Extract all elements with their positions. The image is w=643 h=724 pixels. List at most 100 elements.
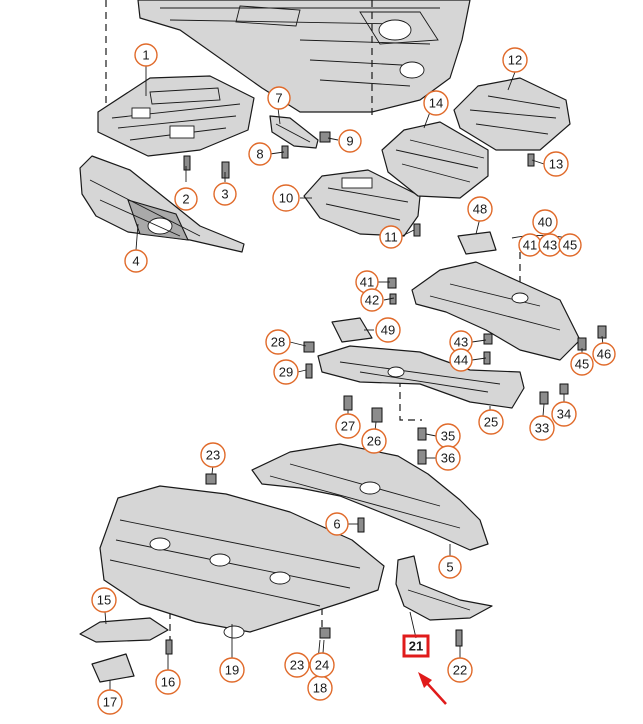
callout-6: 6 [325,512,349,536]
callout-25: 25 [478,409,504,435]
highlighted-callout-21: 21 [402,634,430,658]
part-4-front-guard [79,155,245,253]
callout-10: 10 [272,184,300,212]
svg-text:29: 29 [279,365,293,380]
callout-27: 27 [335,413,361,439]
callout-44: 44 [449,348,473,372]
svg-text:44: 44 [454,353,468,368]
svg-text:42: 42 [365,293,379,308]
callout-23-lower: 23 [284,652,310,678]
callout-43-right: 43 [538,233,562,257]
svg-text:3: 3 [221,187,228,202]
callout-26: 26 [361,428,387,454]
svg-text:45: 45 [563,238,577,253]
svg-text:36: 36 [441,451,455,466]
svg-text:35: 35 [441,429,455,444]
callout-17: 17 [97,689,123,715]
callout-23-upper: 23 [200,442,226,468]
callout-35: 35 [435,423,461,449]
callout-22: 22 [447,657,473,683]
callout-3: 3 [213,182,237,206]
svg-text:27: 27 [341,419,355,434]
part-15-bracket [79,617,169,643]
part-19-floor-panel [99,485,385,639]
part-7-bracket [269,115,319,149]
svg-text:7: 7 [275,91,282,106]
svg-text:45: 45 [575,357,589,372]
svg-text:49: 49 [381,323,395,338]
callout-41-left: 41 [355,270,379,294]
svg-text:5: 5 [446,560,453,575]
part-upper-large-guard [411,261,581,361]
callout-34: 34 [551,401,577,427]
callout-28: 28 [265,329,291,355]
callout-41-right: 41 [518,233,542,257]
svg-text:2: 2 [182,192,189,207]
svg-text:19: 19 [225,663,239,678]
fasteners [165,131,607,655]
svg-text:34: 34 [557,407,571,422]
svg-text:33: 33 [535,421,549,436]
callout-8: 8 [248,142,272,166]
callout-18: 18 [307,675,333,701]
svg-text:41: 41 [360,275,374,290]
part-48-plate [457,231,497,255]
svg-text:16: 16 [161,675,175,690]
callout-4: 4 [124,249,148,273]
callout-15: 15 [91,587,117,613]
svg-text:40: 40 [538,215,552,230]
part-25-guard [317,345,525,409]
part-1-engine-undertray [97,75,255,157]
svg-text:26: 26 [367,434,381,449]
callout-48: 48 [467,196,493,222]
callout-2: 2 [174,187,198,211]
svg-text:23: 23 [206,448,220,463]
svg-text:28: 28 [271,335,285,350]
svg-text:1: 1 [142,48,149,63]
callout-36: 36 [435,445,461,471]
svg-text:10: 10 [279,191,293,206]
svg-text:12: 12 [508,53,522,68]
callout-24: 24 [309,652,335,678]
callout-7: 7 [267,86,291,110]
part-49-plate [331,317,373,343]
callout-9: 9 [338,129,362,153]
svg-text:15: 15 [97,593,111,608]
svg-text:9: 9 [346,134,353,149]
vehicle-floor-pan [137,0,471,113]
svg-text:17: 17 [103,695,117,710]
part-5-center-guard [251,443,489,551]
svg-text:13: 13 [549,157,563,172]
callout-13: 13 [543,151,569,177]
svg-text:43: 43 [454,335,468,350]
svg-text:25: 25 [484,415,498,430]
svg-text:24: 24 [315,658,329,673]
callout-5: 5 [438,555,462,579]
callout-11: 11 [379,225,403,249]
callout-33: 33 [529,415,555,441]
part-17-pad [91,653,135,683]
svg-text:21: 21 [409,639,423,654]
part-21-side-guard [395,555,493,621]
svg-text:23: 23 [290,658,304,673]
callout-1: 1 [134,43,158,67]
svg-text:4: 4 [132,254,139,269]
svg-text:43: 43 [543,238,557,253]
callout-45-top: 45 [558,233,582,257]
callout-42: 42 [360,288,384,312]
svg-text:18: 18 [313,681,327,696]
svg-text:48: 48 [473,202,487,217]
svg-text:22: 22 [453,663,467,678]
svg-text:6: 6 [333,517,340,532]
svg-text:8: 8 [256,147,263,162]
svg-text:14: 14 [429,96,443,111]
red-pointer-arrow [418,672,447,705]
svg-text:46: 46 [597,347,611,362]
callout-16: 16 [155,669,181,695]
callout-40: 40 [532,209,558,235]
svg-text:41: 41 [523,238,537,253]
callout-49: 49 [375,317,401,343]
part-12-rear-cover [453,77,571,151]
callout-46: 46 [592,342,616,366]
